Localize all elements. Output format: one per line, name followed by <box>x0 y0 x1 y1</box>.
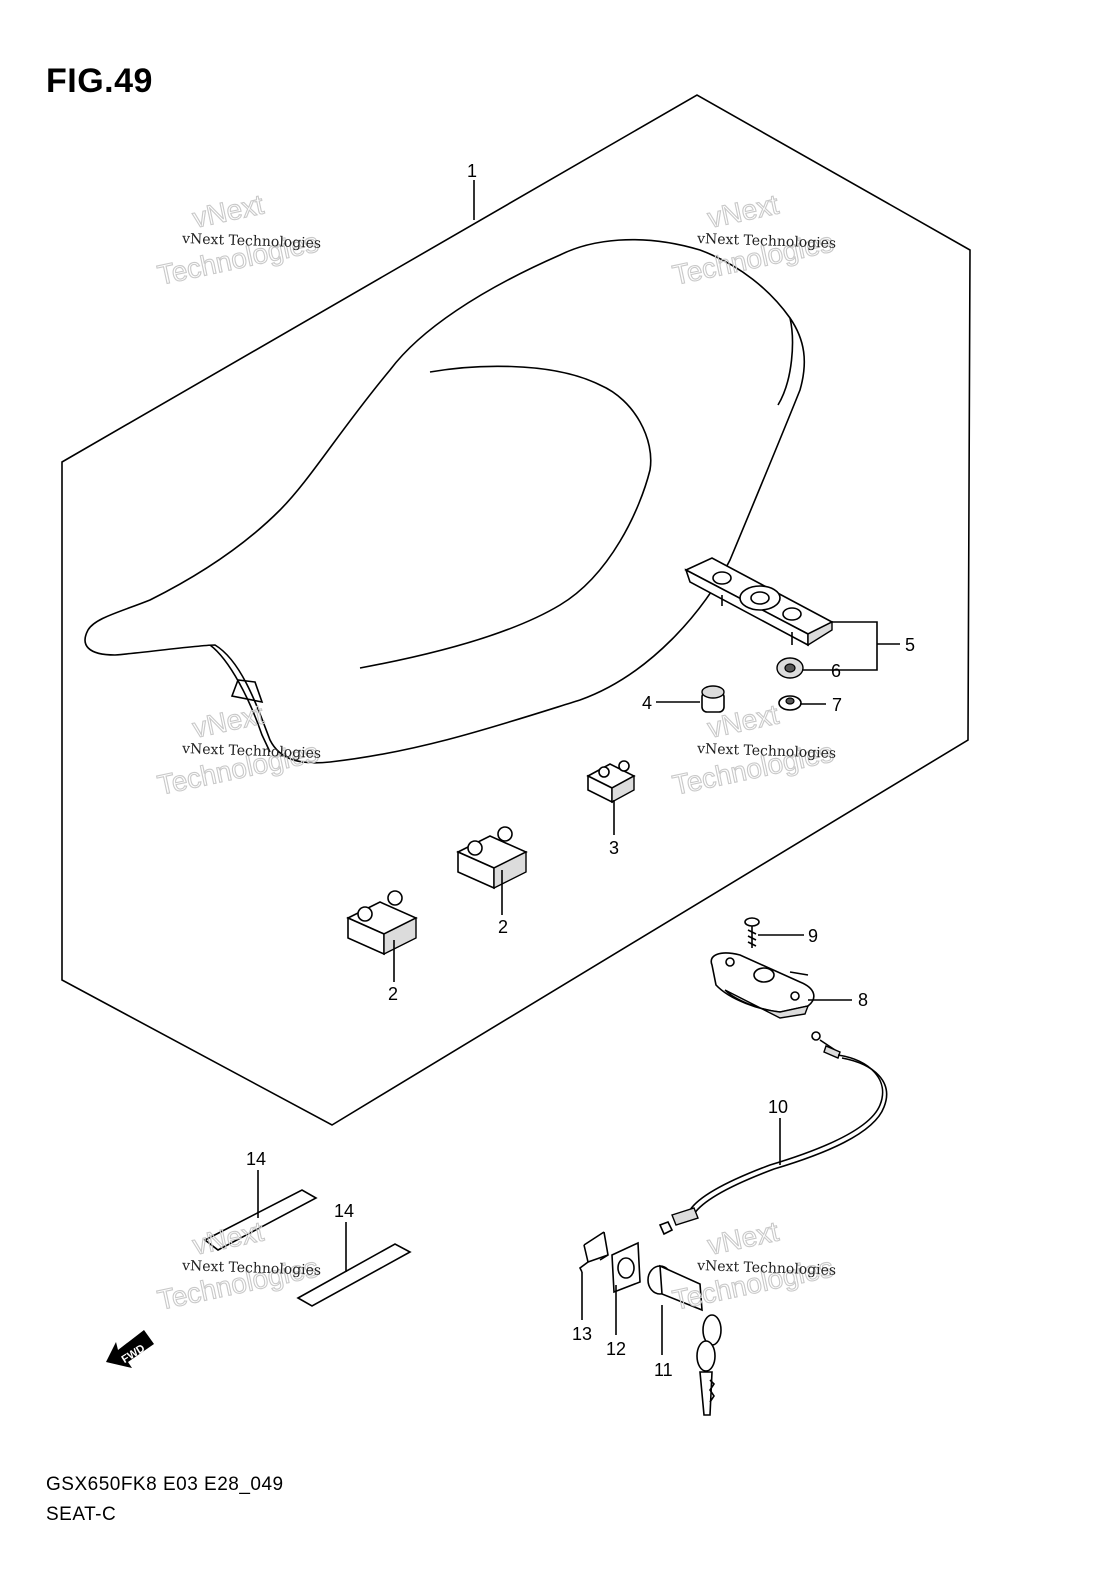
svg-text:vNext Technologies: vNext Technologies <box>181 231 322 252</box>
svg-text:vNext: vNext <box>705 1216 782 1261</box>
svg-text:vNext Technologies: vNext Technologies <box>696 741 837 762</box>
seat-part <box>84 238 806 764</box>
callout-3: 3 <box>609 838 619 858</box>
watermark-5: vNext Technologies vNext Technologies <box>154 1215 322 1316</box>
watermark-1: vNext Technologies vNext Technologies <box>154 188 322 291</box>
svg-text:vNext: vNext <box>190 1216 267 1261</box>
callout-11: 11 <box>654 1360 673 1380</box>
callout-7: 7 <box>832 695 842 715</box>
cable-part <box>658 1031 888 1236</box>
diagram-code: GSX650FK8 E03 E28_049 <box>46 1474 284 1495</box>
seat-lock-part <box>710 952 815 1019</box>
assembly-outline <box>61 94 971 1126</box>
diagram-name: SEAT-C <box>46 1504 117 1525</box>
callout-6: 6 <box>831 661 841 681</box>
callout-9: 9 <box>808 926 818 946</box>
callout-2b: 2 <box>388 984 398 1004</box>
fwd-arrow-icon: FWD <box>106 1330 154 1368</box>
cushion-part-4 <box>701 685 725 713</box>
callout-10: 10 <box>768 1097 788 1117</box>
callout-8: 8 <box>858 990 868 1010</box>
callout-12: 12 <box>606 1339 626 1359</box>
callout-1: 1 <box>467 161 477 181</box>
svg-text:vNext: vNext <box>190 189 267 234</box>
svg-text:vNext Technologies: vNext Technologies <box>181 1258 322 1279</box>
svg-text:vNext: vNext <box>190 699 267 744</box>
stopper-part-2b <box>346 890 418 956</box>
cushion-part <box>778 695 802 711</box>
plate-part <box>611 1241 641 1294</box>
callout-14b: 14 <box>334 1201 354 1221</box>
grommet-part <box>776 657 804 679</box>
bracket-part <box>684 557 834 647</box>
lock-cylinder-part <box>647 1264 722 1416</box>
callout-5: 5 <box>905 635 915 655</box>
watermark-6: vNext Technologies vNext Technologies <box>669 1215 837 1316</box>
stopper-part-2a <box>456 826 528 890</box>
sticker-part-14a <box>203 1189 318 1251</box>
svg-text:vNext Technologies: vNext Technologies <box>181 741 322 762</box>
svg-text:vNext Technologies: vNext Technologies <box>696 231 837 252</box>
callout-14a: 14 <box>246 1149 266 1169</box>
callout-2a: 2 <box>498 917 508 937</box>
callout-13: 13 <box>572 1324 592 1344</box>
svg-text:vNext: vNext <box>705 189 782 234</box>
screw-part <box>744 917 760 948</box>
callout-4: 4 <box>642 693 652 713</box>
watermark-2: vNext Technologies vNext Technologies <box>669 188 837 291</box>
sticker-part-14b <box>296 1243 412 1307</box>
watermark-4: vNext Technologies vNext Technologies <box>669 698 837 801</box>
stopper-part-3 <box>586 760 636 804</box>
leader-lines <box>257 180 900 1355</box>
svg-text:vNext Technologies: vNext Technologies <box>696 1258 837 1279</box>
figure-title: FIG.49 <box>46 62 153 100</box>
clip-part <box>578 1231 609 1273</box>
